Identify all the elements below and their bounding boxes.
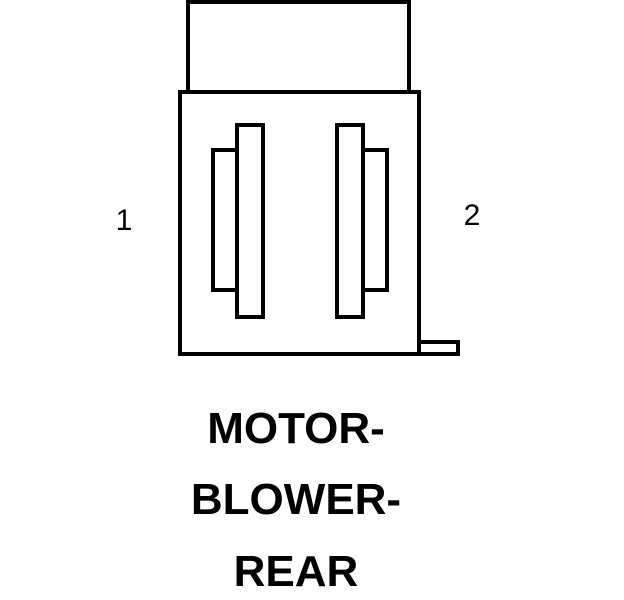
connector-top-tab [186,0,411,94]
connector-title-line-1: MOTOR- [207,404,385,453]
connector-title-line-2: BLOWER- [191,475,401,524]
connector-latch [417,340,460,356]
pin-label-1: 1 [116,204,133,237]
connector-body [178,90,421,356]
pin-label-2: 2 [464,199,481,232]
terminal-cavity-2 [335,123,389,319]
connector-title-line-3: REAR [234,547,359,596]
